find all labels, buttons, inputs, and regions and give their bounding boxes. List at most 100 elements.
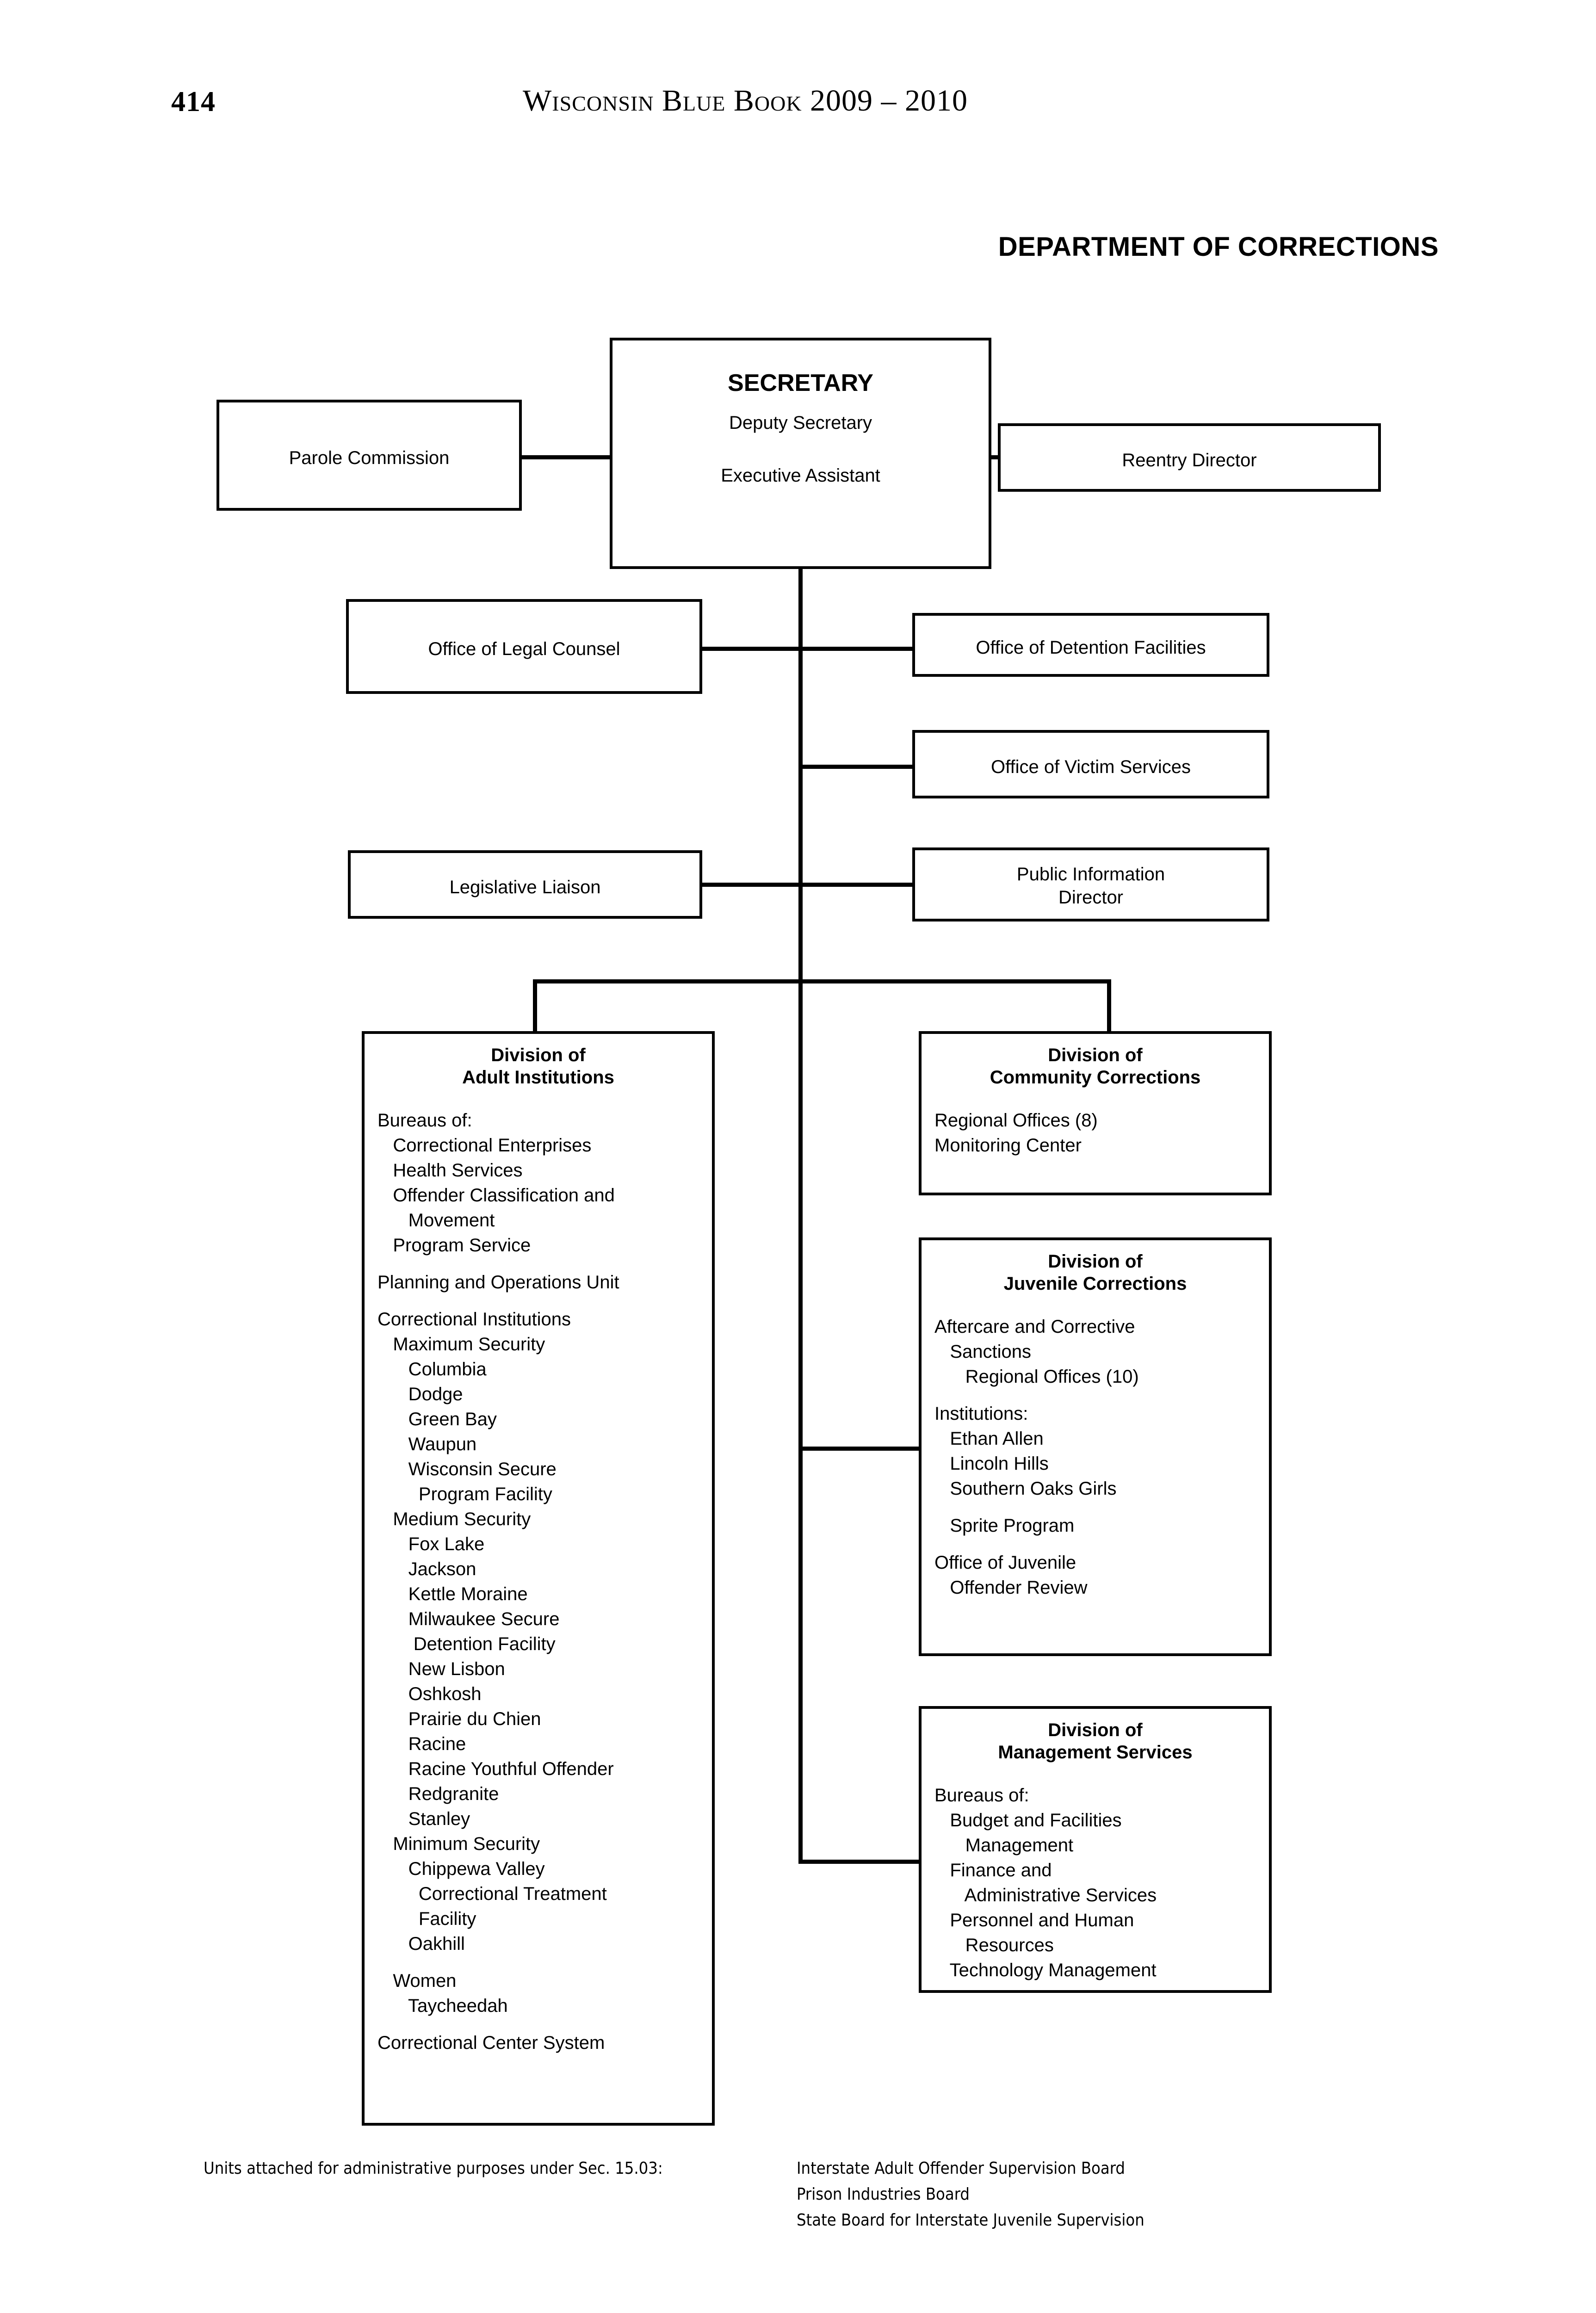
list-line: Movement (377, 1210, 495, 1231)
list-line: Sanctions (934, 1342, 1032, 1362)
list-line: Taycheedah (377, 1996, 508, 2016)
footnote-items: Interstate Adult Offender Supervision Bo… (797, 2156, 1144, 2233)
list-line: Aftercare and Corrective (934, 1317, 1135, 1337)
list-line: Planning and Operations Unit (377, 1272, 619, 1293)
public-information-line2: Director (1058, 887, 1124, 908)
list-line: Milwaukee Secure (377, 1609, 560, 1629)
list-line: Maximum Security (377, 1334, 545, 1354)
list-line: Southern Oaks Girls (934, 1478, 1117, 1499)
list-line: Correctional Treatment (377, 1884, 607, 1904)
adult-institutions-heading2: Adult Institutions (462, 1067, 614, 1088)
list-line: Racine Youthful Offender (377, 1759, 614, 1779)
list-line: Ethan Allen (934, 1429, 1044, 1449)
branch-drop-community (1107, 979, 1111, 1031)
list-line: Columbia (377, 1359, 487, 1379)
public-information-line1: Public Information (1016, 864, 1165, 884)
box-parole-commission[interactable]: Parole Commission (217, 400, 522, 511)
reentry-director-label: Reentry Director (1122, 450, 1257, 470)
box-secretary[interactable]: SECRETARY Deputy Secretary Executive Ass… (610, 338, 991, 569)
list-line: Monitoring Center (934, 1135, 1082, 1156)
secretary-exec-assistant: Executive Assistant (721, 465, 880, 486)
list-line: Resources (934, 1935, 1054, 1955)
list-line (377, 1295, 619, 1307)
legal-counsel-label: Office of Legal Counsel (428, 639, 620, 659)
legislative-liaison-label: Legislative Liaison (449, 877, 601, 897)
list-line: Interstate Adult Offender Supervision Bo… (797, 2159, 1125, 2178)
list-line: Dodge (377, 1384, 463, 1404)
list-line: Administrative Services (934, 1885, 1157, 1905)
footnote-label: Units attached for administrative purpos… (204, 2159, 663, 2178)
list-line: Correctional Institutions (377, 1309, 571, 1330)
box-public-information[interactable]: Public Information Director (912, 847, 1269, 921)
parole-commission-label: Parole Commission (289, 448, 450, 468)
list-line: Budget and Facilities (934, 1810, 1122, 1831)
list-line: Sprite Program (934, 1515, 1075, 1536)
list-line: Oakhill (377, 1934, 465, 1954)
community-corrections-heading2: Community Corrections (990, 1067, 1201, 1088)
list-line (934, 1389, 1139, 1401)
list-line (934, 1538, 1139, 1550)
spine-main (798, 569, 803, 1032)
chart-title: DEPARTMENT OF CORRECTIONS (998, 232, 1439, 262)
list-line: Racine (377, 1734, 466, 1754)
box-legal-counsel[interactable]: Office of Legal Counsel (346, 599, 702, 694)
management-services-heading2: Management Services (998, 1742, 1193, 1763)
juvenile-corrections-heading1: Division of (1048, 1251, 1143, 1272)
list-line: Personnel and Human (934, 1910, 1134, 1930)
box-reentry-director[interactable]: Reentry Director (998, 423, 1381, 492)
connector-victim (798, 765, 915, 769)
list-line: Institutions: (934, 1404, 1028, 1424)
list-line (934, 1501, 1139, 1513)
list-line: Facility (377, 1909, 476, 1929)
list-line: Jackson (377, 1559, 476, 1579)
list-line: New Lisbon (377, 1659, 505, 1679)
list-line: Correctional Center System (377, 2033, 605, 2053)
list-line: Bureaus of: (934, 1785, 1029, 1806)
victim-services-label: Office of Victim Services (991, 757, 1191, 777)
list-line: Detention Facility (377, 1634, 556, 1654)
detention-facilities-label: Office of Detention Facilities (976, 637, 1206, 658)
juvenile-corrections-heading2: Juvenile Corrections (1003, 1274, 1187, 1294)
box-legislative-liaison[interactable]: Legislative Liaison (348, 850, 702, 919)
list-line (377, 1258, 619, 1270)
list-line: Oshkosh (377, 1684, 482, 1704)
connector-legal-detention (698, 647, 915, 651)
list-line: Prairie du Chien (377, 1709, 541, 1729)
secretary-title: SECRETARY (728, 370, 873, 396)
list-line: Finance and (934, 1860, 1052, 1880)
management-services-heading1: Division of (1048, 1720, 1143, 1740)
list-line: Medium Security (377, 1509, 531, 1529)
box-juvenile-corrections[interactable]: Division of Juvenile Corrections Afterca… (919, 1237, 1272, 1656)
list-line: Technology Management (934, 1960, 1157, 1980)
list-line: Women (377, 1971, 457, 1991)
list-line: Kettle Moraine (377, 1584, 528, 1604)
list-line: Office of Juvenile (934, 1552, 1076, 1573)
list-line: Program Service (377, 1235, 531, 1255)
secretary-deputy: Deputy Secretary (729, 413, 872, 433)
list-line: Regional Offices (10) (934, 1367, 1139, 1387)
management-services-list: Bureaus of: Budget and Facilities Manage… (934, 1783, 1157, 1983)
list-line: Stanley (377, 1809, 470, 1829)
list-line: Offender Review (934, 1577, 1088, 1598)
branch-drop-adult (533, 979, 537, 1031)
connector-management (798, 1860, 919, 1864)
connector-liaison-pubinfo (699, 883, 915, 887)
list-line: Waupun (377, 1434, 477, 1454)
page-number: 414 (171, 86, 216, 118)
box-adult-institutions[interactable]: Division of Adult Institutions Bureaus o… (362, 1031, 715, 2126)
list-line: Regional Offices (8) (934, 1110, 1098, 1131)
box-victim-services[interactable]: Office of Victim Services (912, 730, 1269, 798)
box-community-corrections[interactable]: Division of Community Corrections Region… (919, 1031, 1272, 1195)
list-line: Wisconsin Secure (377, 1459, 557, 1479)
community-corrections-heading1: Division of (1048, 1045, 1143, 1065)
adult-institutions-list: Bureaus of: Correctional Enterprises Hea… (377, 1108, 619, 2055)
list-line: Bureaus of: (377, 1110, 472, 1131)
connector-parole (519, 455, 612, 459)
list-line: Prison Industries Board (797, 2185, 970, 2204)
list-line: Minimum Security (377, 1834, 540, 1854)
list-line: Redgranite (377, 1784, 499, 1804)
box-management-services[interactable]: Division of Management Services Bureaus … (919, 1706, 1272, 1993)
box-detention-facilities[interactable]: Office of Detention Facilities (912, 613, 1269, 677)
list-line: Chippewa Valley (377, 1859, 545, 1879)
